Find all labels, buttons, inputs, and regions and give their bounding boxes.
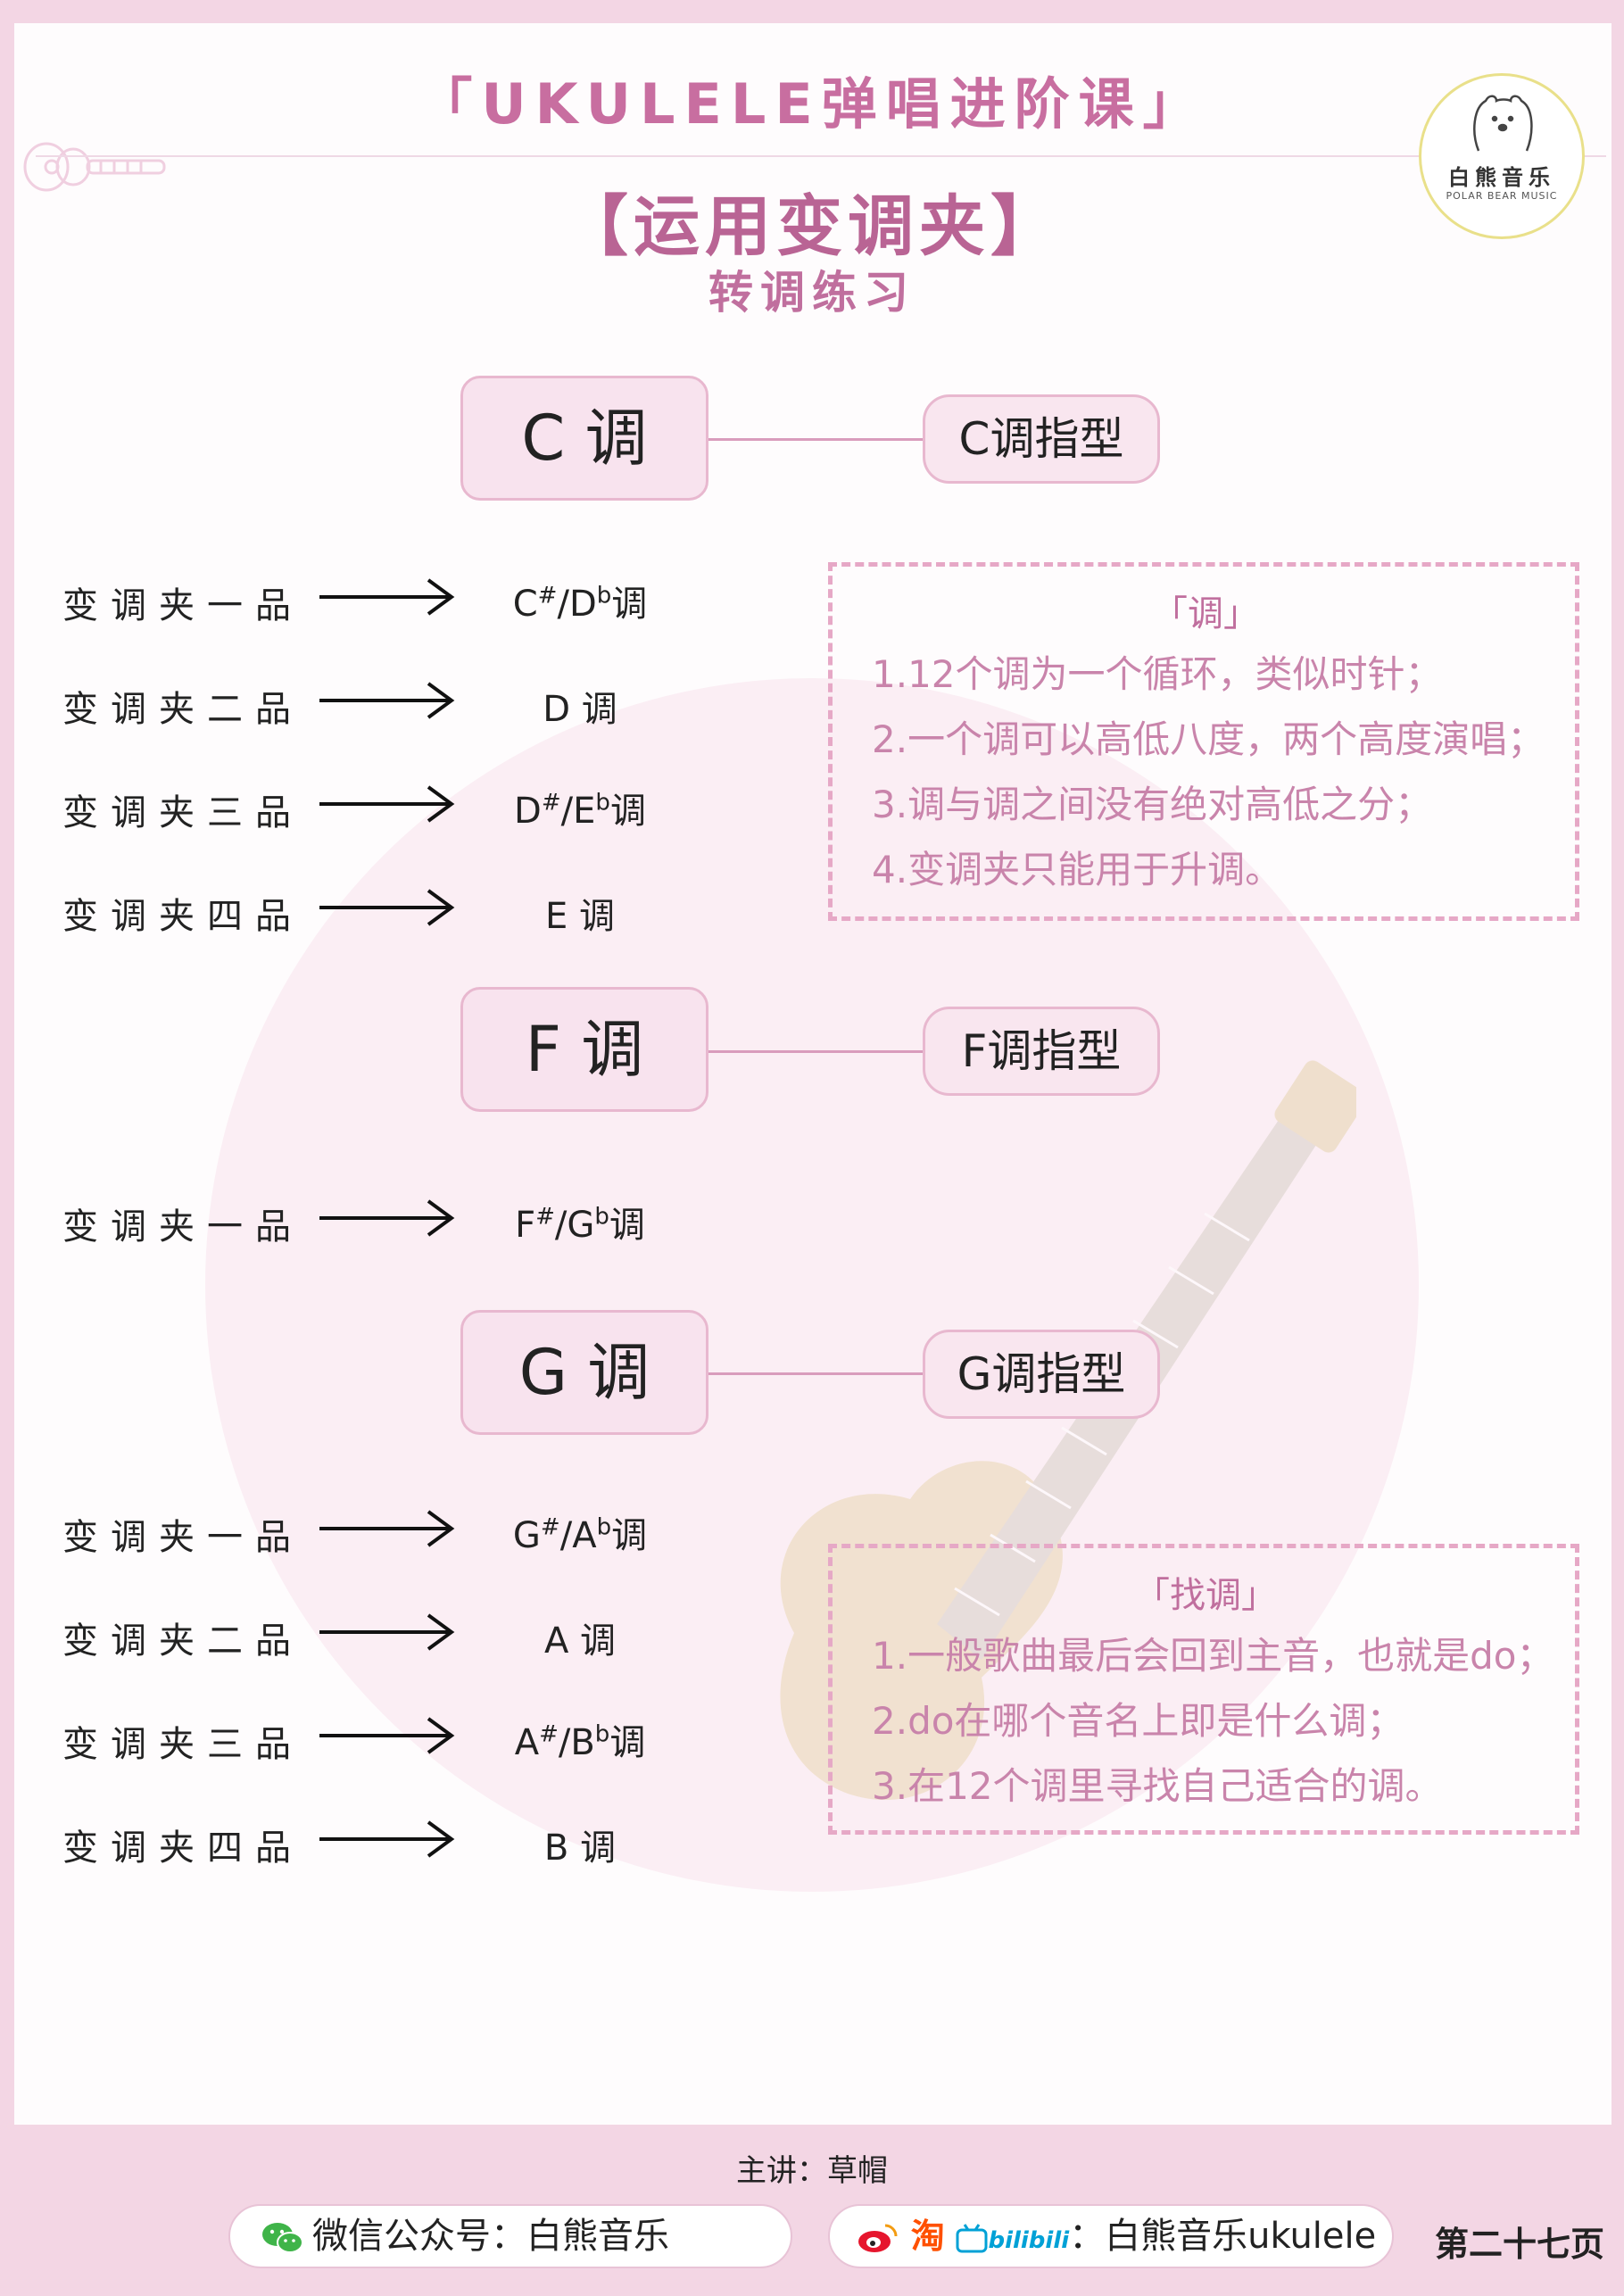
capo-label-3: 变调夹三品 [62,1724,303,1765]
polar-bear-icon [1473,95,1533,152]
result-c-capo4: E 调 [545,896,615,937]
note-line: 3.在12个调里寻找自己适合的调。 [872,1764,1443,1808]
key-connector [708,438,923,441]
capo-label-4: 变调夹四品 [62,896,303,937]
result-c-capo3: D#/Eb调 [514,789,646,832]
result-g-capo4: B 调 [543,1828,617,1869]
note-box-key: 「调」 1.12个调为一个循环，类似时针； 2.一个调可以高低八度，两个高度演唱… [828,562,1579,921]
bilibili-tv-icon [956,2224,988,2253]
main-title: 【运用变调夹】 [562,188,1062,265]
key-box-f: F 调 [460,987,708,1112]
brand-name-en: POLAR BEAR MUSIC [1446,190,1558,202]
wechat-account-text: 微信公众号：白熊音乐 [312,2216,669,2257]
result-g-capo1: G#/Ab调 [512,1513,648,1556]
note-line: 1.12个调为一个循环，类似时针； [872,652,1443,696]
note-line: 2.do在哪个音名上即是什么调； [872,1699,1404,1743]
wechat-icon [262,2223,303,2253]
page-number: 第二十七页 [1435,2225,1605,2264]
weibo-icon [858,2224,898,2252]
social-account-text: ：白熊音乐ukulele [1069,2216,1377,2257]
result-f-capo1: F#/Gb调 [515,1203,645,1246]
arrow-right-icon [319,682,455,719]
note-line: 2.一个调可以高低八度，两个高度演唱； [872,717,1545,761]
fingering-box-g: G调指型 [923,1330,1160,1419]
fingering-box-c: C调指型 [923,394,1160,484]
result-g-capo3: A#/Bb调 [514,1720,646,1763]
key-box-c: C 调 [460,376,708,501]
fingering-box-f: F调指型 [923,1007,1160,1096]
brand-logo: 白熊音乐 POLAR BEAR MUSIC [1419,73,1585,239]
brand-name-cn: 白熊音乐 [1448,165,1555,190]
social-accounts-pill: 淘 bilibili：白熊音乐ukulele [828,2204,1394,2268]
key-connector [708,1050,923,1053]
result-c-capo1: C#/Db调 [512,582,648,625]
key-box-g: G 调 [460,1310,708,1435]
note-line: 1.一般歌曲最后会回到主音，也就是do； [872,1634,1554,1678]
arrow-right-icon [319,889,455,926]
capo-label-2: 变调夹二品 [62,1620,303,1662]
note-title: 「找调」 [1134,1575,1277,1616]
arrow-right-icon [319,1199,455,1237]
arrow-right-icon [319,1717,455,1754]
capo-label-2: 变调夹二品 [62,689,303,730]
ukulele-outline-icon [23,142,166,192]
note-box-find-key: 「找调」 1.一般歌曲最后会回到主音，也就是do； 2.do在哪个音名上即是什么… [828,1544,1579,1835]
lecturer-credit: 主讲：草帽 [736,2153,888,2189]
sub-title: 转调练习 [708,267,916,319]
wechat-account-pill: 微信公众号：白熊音乐 [228,2204,792,2268]
note-line: 4.变调夹只能用于升调。 [872,848,1283,891]
arrow-right-icon [319,1613,455,1651]
course-header-title: 「UKULELE弹唱进阶课」 [417,71,1207,137]
result-c-capo2: D 调 [543,689,617,730]
key-connector [708,1372,923,1375]
bilibili-icon: bilibili [988,2227,1070,2254]
capo-label-1: 变调夹一品 [62,1206,303,1247]
capo-label-1: 变调夹一品 [62,585,303,626]
arrow-right-icon [319,578,455,616]
arrow-right-icon [319,1510,455,1547]
arrow-right-icon [319,1820,455,1858]
header-divider [36,155,1606,157]
taobao-icon: 淘 [910,2217,945,2256]
arrow-right-icon [319,785,455,823]
note-line: 3.调与调之间没有绝对高低之分； [872,783,1433,826]
result-g-capo2: A 调 [543,1620,617,1662]
note-title: 「调」 [1152,593,1259,634]
capo-label-3: 变调夹三品 [62,792,303,833]
capo-label-1: 变调夹一品 [62,1517,303,1558]
capo-label-4: 变调夹四品 [62,1828,303,1869]
